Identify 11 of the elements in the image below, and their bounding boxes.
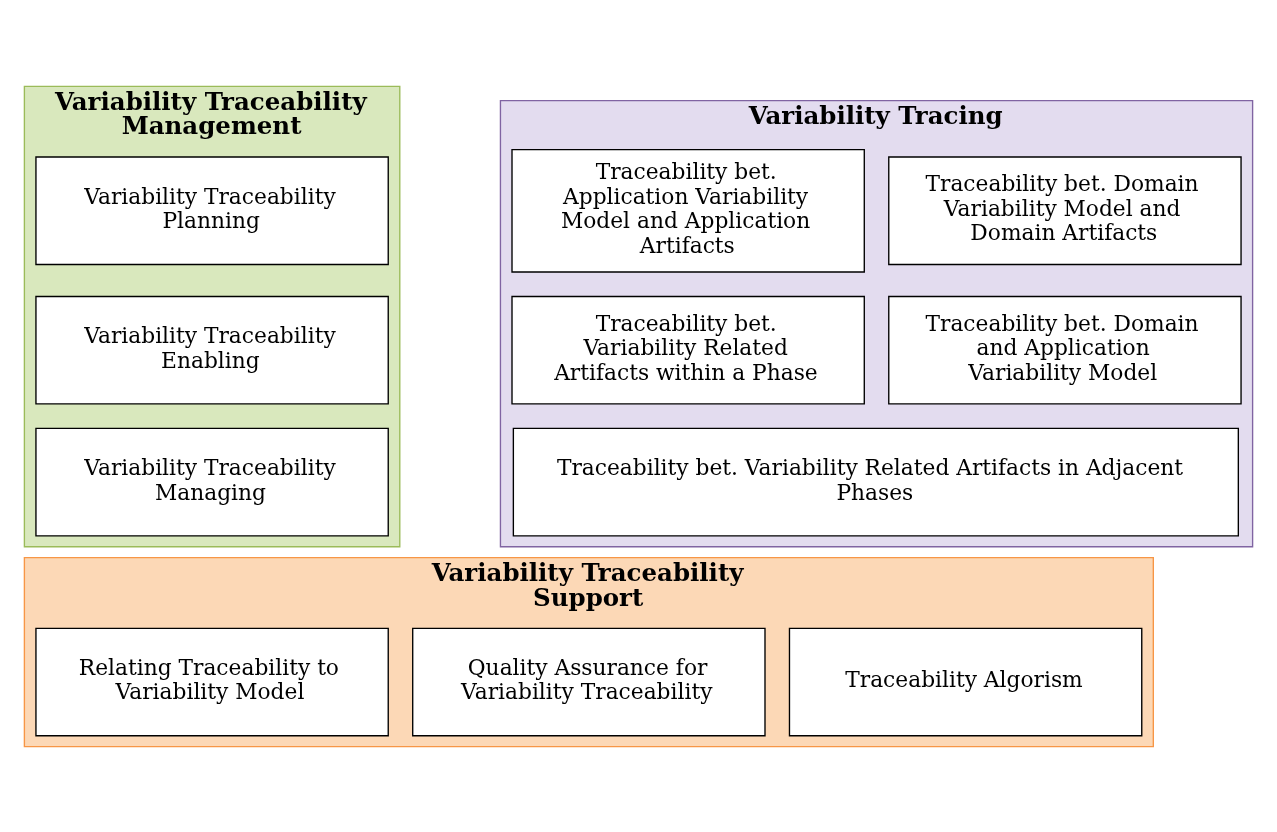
- node-box: Traceability Algorism: [788, 627, 1143, 736]
- node-box: Traceability bet. Application Variability Model and Application Artifacts: [511, 148, 865, 273]
- node-box: Traceability bet. Domain and Application Variability Model: [888, 295, 1242, 405]
- node-box: Quality Assurance for Variability Traceability: [412, 627, 766, 736]
- node-box: Traceability bet. Variability Related Artifacts within a Phase: [511, 295, 865, 405]
- node-box: Variability Traceability Managing: [35, 427, 389, 537]
- node-box: Traceability bet. Variability Related Artifacts in Adjacent Phases: [512, 427, 1239, 537]
- node-box: Relating Traceability to Variability Model: [35, 627, 389, 736]
- node-box: Variability Traceability Planning: [35, 155, 389, 265]
- node-box: Variability Traceability Enabling: [35, 295, 389, 405]
- node-box: Traceability bet. Domain Variability Model and Domain Artifacts: [888, 155, 1242, 265]
